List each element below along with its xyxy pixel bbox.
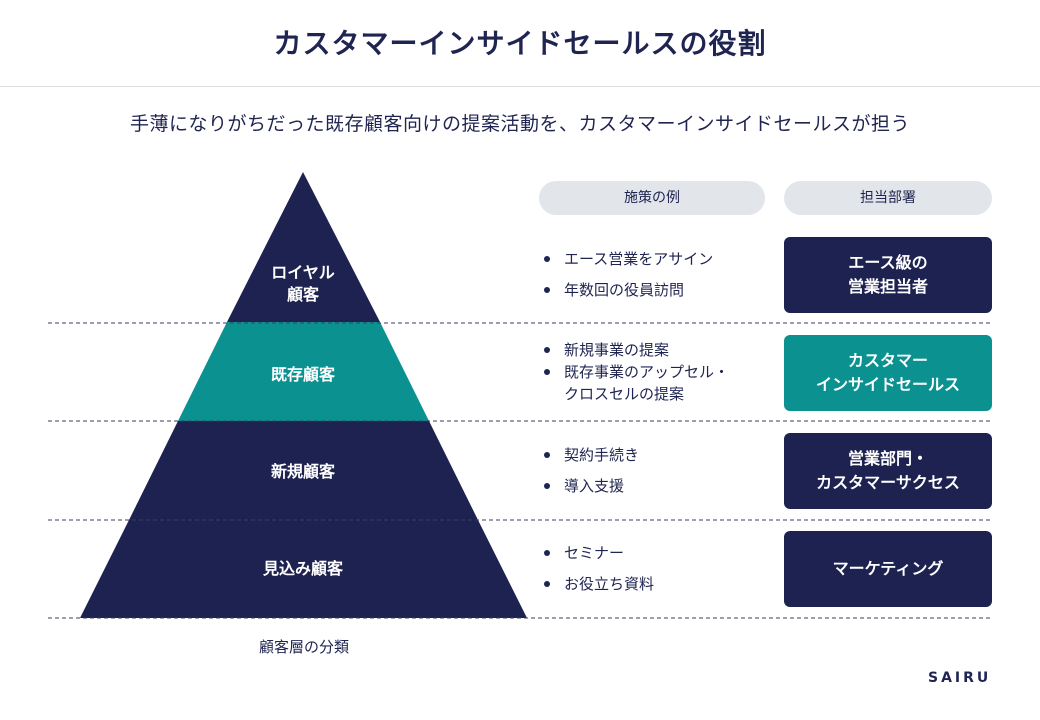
bullet-icon [544, 347, 550, 353]
bullet-icon [544, 256, 550, 262]
sairu-logo: SAIRU [928, 670, 992, 686]
bullet-icon [544, 369, 550, 375]
list-item: 新規事業の提案 [542, 339, 772, 361]
bullet-icon [544, 483, 550, 489]
department-box-existing: カスタマー インサイドセールス [784, 335, 992, 411]
page-title: カスタマーインサイドセールスの役割 [273, 27, 767, 60]
tier-label-loyal: ロイヤル 顧客 [271, 263, 335, 304]
measures-list-loyal: エース営業をアサイン 年数回の役員訪問 [542, 248, 772, 301]
pyramid-caption: 顧客層の分類 [258, 638, 349, 656]
bullet-icon [544, 287, 550, 293]
measures-list-existing: 新規事業の提案 既存事業のアップセル・ クロスセルの提案 [542, 339, 772, 405]
list-item: 導入支援 [542, 475, 772, 497]
department-box-prospect: マーケティング [784, 531, 992, 607]
bullet-icon [544, 452, 550, 458]
tier-label-prospect: 見込み顧客 [262, 559, 343, 578]
measures-list-new: 契約手続き 導入支援 [542, 444, 772, 497]
measures-list-prospect: セミナー お役立ち資料 [542, 542, 772, 595]
bullet-icon [544, 550, 550, 556]
list-item: セミナー [542, 542, 772, 564]
list-item: お役立ち資料 [542, 573, 772, 595]
list-item: 契約手続き [542, 444, 772, 466]
bullet-icon [544, 581, 550, 587]
page-subtitle: 手薄になりがちだった既存顧客向けの提案活動を、カスタマーインサイドセールスが担う [129, 113, 910, 135]
department-box-loyal: エース級の 営業担当者 [784, 237, 992, 313]
list-item: エース営業をアサイン [542, 248, 772, 270]
title-divider [0, 86, 1040, 87]
department-box-new: 営業部門・ カスタマーサクセス [784, 433, 992, 509]
list-item: 既存事業のアップセル・ クロスセルの提案 [542, 361, 772, 405]
tier-label-new: 新規顧客 [270, 462, 335, 481]
list-item: 年数回の役員訪問 [542, 279, 772, 301]
measures-header: 施策の例 [539, 181, 765, 215]
tier-label-existing: 既存顧客 [270, 365, 335, 384]
department-header: 担当部署 [784, 181, 992, 215]
